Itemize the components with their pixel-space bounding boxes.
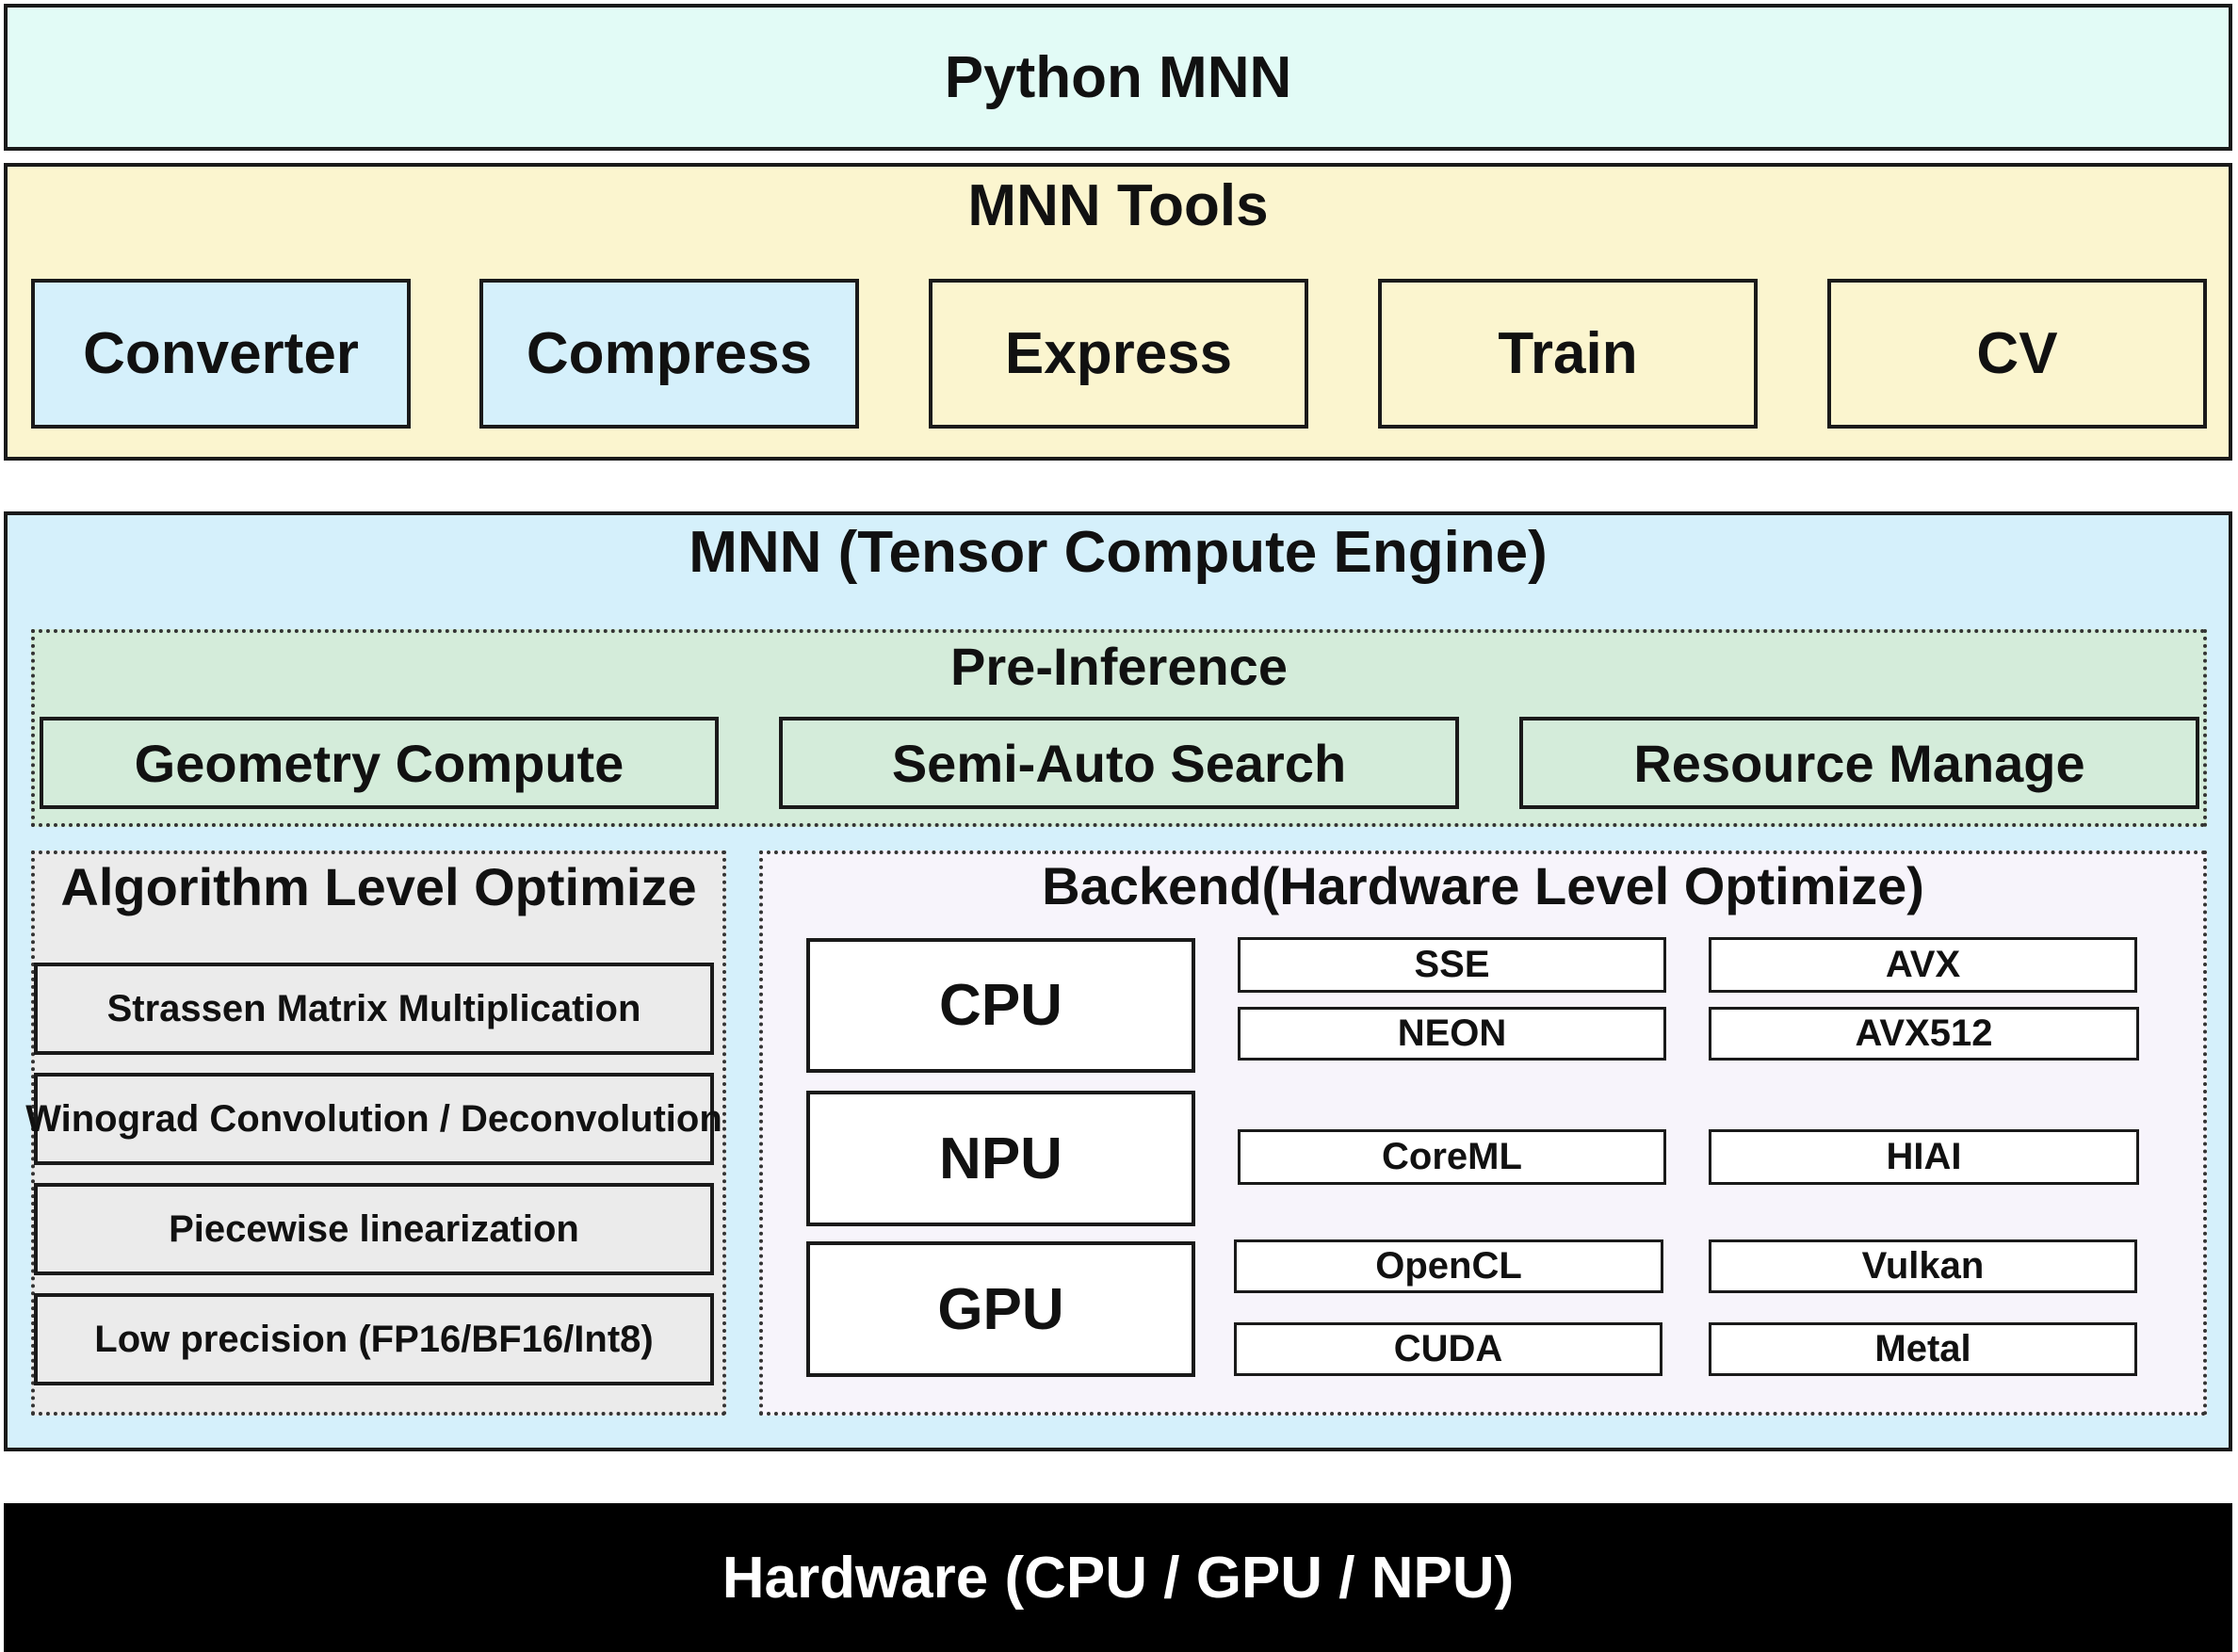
hiai-box: HIAI <box>1709 1129 2139 1185</box>
engine-title: MNN (Tensor Compute Engine) <box>689 519 1548 585</box>
piecewise-label: Piecewise linearization <box>169 1207 579 1250</box>
coreml-box: CoreML <box>1238 1129 1666 1185</box>
python-mnn-layer: Python MNN <box>4 4 2232 151</box>
gpu-backend-box: GPU <box>806 1241 1195 1377</box>
algorithm-item: Winograd Convolution / Deconvolution <box>25 1073 722 1165</box>
winograd-label: Winograd Convolution / Deconvolution <box>25 1097 722 1140</box>
strassen-label: Strassen Matrix Multiplication <box>106 987 641 1029</box>
vulkan-label: Vulkan <box>1861 1245 1985 1287</box>
resource-manage-label: Resource Manage <box>1633 733 2085 793</box>
npu-backend-label: NPU <box>939 1126 1062 1191</box>
preinference-title: Pre-Inference <box>950 636 1288 696</box>
avx512-label: AVX512 <box>1855 1012 1993 1054</box>
opencl-label: OpenCL <box>1375 1245 1522 1287</box>
npu-backend-box: NPU <box>806 1091 1195 1226</box>
python-mnn-title: Python MNN <box>944 44 1292 110</box>
tool-cv-box: CV <box>1827 279 2207 429</box>
tool-express-label: Express <box>1004 321 1233 386</box>
metal-box: Metal <box>1709 1322 2137 1376</box>
cpu-backend-label: CPU <box>939 973 1062 1038</box>
avx512-box: AVX512 <box>1709 1007 2139 1061</box>
tool-converter-label: Converter <box>83 321 359 386</box>
cuda-label: CUDA <box>1393 1328 1503 1369</box>
cpu-backend-box: CPU <box>806 938 1195 1073</box>
semi-auto-search-box: Semi-Auto Search <box>779 717 1459 809</box>
algorithm-item: Low precision (FP16/BF16/Int8) <box>34 1293 714 1385</box>
avx-box: AVX <box>1709 937 2137 993</box>
cuda-box: CUDA <box>1234 1322 1662 1376</box>
metal-label: Metal <box>1874 1328 1971 1369</box>
engine-title-wrap: MNN (Tensor Compute Engine) <box>4 514 2232 590</box>
semi-auto-search-label: Semi-Auto Search <box>891 733 1347 793</box>
algorithm-item: Piecewise linearization <box>34 1183 714 1275</box>
tool-compress-label: Compress <box>526 321 813 386</box>
gpu-backend-label: GPU <box>937 1276 1064 1342</box>
sse-box: SSE <box>1238 937 1666 993</box>
preinference-title-wrap: Pre-Inference <box>31 631 2207 701</box>
geometry-compute-label: Geometry Compute <box>134 733 624 793</box>
tool-cv-label: CV <box>1976 321 2058 386</box>
neon-box: NEON <box>1238 1007 1666 1061</box>
neon-label: NEON <box>1397 1012 1507 1054</box>
hardware-layer: Hardware (CPU / GPU / NPU) <box>4 1503 2232 1652</box>
tool-train-box: Train <box>1378 279 1758 429</box>
opencl-box: OpenCL <box>1234 1239 1663 1293</box>
geometry-compute-box: Geometry Compute <box>40 717 719 809</box>
tool-express-box: Express <box>929 279 1308 429</box>
backend-title: Backend(Hardware Level Optimize) <box>1042 855 1924 915</box>
mnn-tools-title: MNN Tools <box>967 172 1269 238</box>
tool-compress-box: Compress <box>479 279 859 429</box>
avx-label: AVX <box>1885 944 1961 985</box>
low-precision-label: Low precision (FP16/BF16/Int8) <box>94 1318 654 1360</box>
coreml-label: CoreML <box>1382 1136 1522 1177</box>
sse-label: SSE <box>1414 944 1490 985</box>
vulkan-box: Vulkan <box>1709 1239 2137 1293</box>
resource-manage-box: Resource Manage <box>1519 717 2199 809</box>
algorithm-item: Strassen Matrix Multiplication <box>34 963 714 1055</box>
mnn-tools-title-wrap: MNN Tools <box>4 168 2232 243</box>
tool-converter-box: Converter <box>31 279 411 429</box>
algorithm-title: Algorithm Level Optimize <box>60 856 697 916</box>
hiai-label: HIAI <box>1886 1136 1962 1177</box>
tool-train-label: Train <box>1498 321 1638 386</box>
algorithm-title-wrap: Algorithm Level Optimize <box>31 853 726 919</box>
backend-title-wrap: Backend(Hardware Level Optimize) <box>759 852 2207 918</box>
hardware-title: Hardware (CPU / GPU / NPU) <box>722 1545 1515 1611</box>
